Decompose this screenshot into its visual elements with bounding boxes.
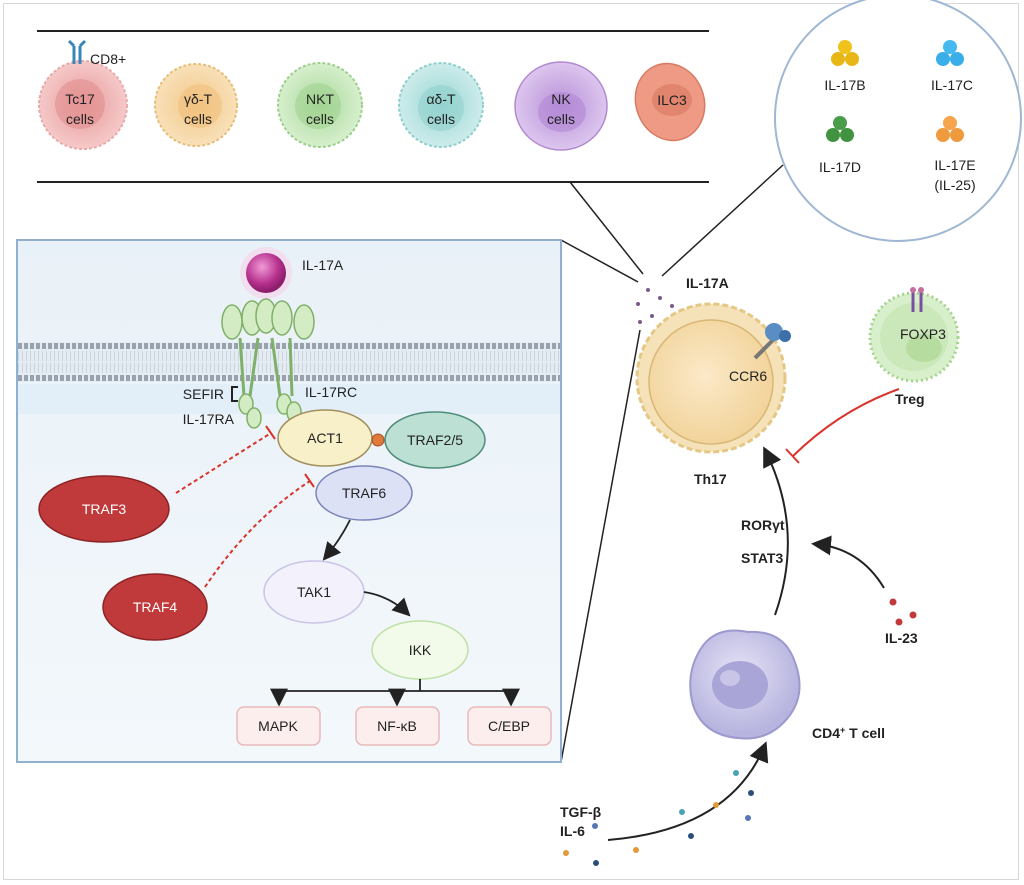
traf3-inhibition-bar	[265, 425, 276, 440]
alpha-delta-t-cell: αδ-T cells	[398, 62, 484, 148]
cd4-t-cell-label: CD4+ T cell	[812, 725, 885, 741]
ikk-branch-arrows	[270, 679, 520, 707]
cd4-t-cell	[689, 629, 801, 740]
il23-dots	[889, 598, 917, 626]
nkt-label-1: NKT	[306, 91, 334, 107]
il17d-label: IL-17D	[819, 159, 861, 175]
tc17-label-2: cells	[66, 111, 94, 127]
connector-family-to-th17	[661, 164, 784, 277]
il17e-label-2: (IL-25)	[934, 177, 975, 193]
il17c-icon	[936, 40, 964, 66]
nfkb-label: NF-κB	[377, 718, 417, 734]
il23-arrow	[811, 535, 885, 589]
ikk-label: IKK	[409, 642, 432, 658]
cd4-to-th17-arrow	[763, 446, 789, 616]
il17a-ligand-label: IL-17A	[302, 257, 344, 273]
connector-panel-bottom	[560, 329, 641, 763]
il17b-label: IL-17B	[824, 77, 865, 93]
ccr6-label: CCR6	[729, 368, 767, 384]
il17a-ligand-icon	[240, 247, 292, 299]
connector-cells-to-th17	[569, 181, 644, 275]
treg-cell	[868, 291, 960, 383]
tgfb-label: TGF-β	[560, 804, 602, 820]
gamma-delta-label-1: γδ-T	[184, 91, 212, 107]
il17b-icon	[831, 40, 859, 66]
figure-frame	[3, 3, 1019, 880]
th17-il17a-label: IL-17A	[686, 275, 729, 291]
traf6-to-tak1-arrow	[322, 519, 351, 561]
cebp-label: C/EBP	[488, 718, 530, 734]
nk-cell: NK cells	[514, 61, 608, 151]
mapk-label: MAPK	[258, 718, 298, 734]
il17ra-label: IL-17RA	[183, 411, 235, 427]
foxp3-receptor-icon	[910, 287, 924, 312]
traf3-label: TRAF3	[82, 501, 127, 517]
th17-label: Th17	[694, 471, 727, 487]
traf6-label: TRAF6	[342, 485, 387, 501]
il23-label: IL-23	[885, 630, 918, 646]
treg-label: Treg	[895, 391, 925, 407]
cebp-box	[467, 706, 552, 746]
traf4-inhibition-bar	[304, 473, 315, 488]
traf25-label: TRAF2/5	[407, 432, 463, 448]
alpha-delta-label-2: cells	[427, 111, 455, 127]
il17rc-label: IL-17RC	[305, 384, 357, 400]
nk-label-2: cells	[547, 111, 575, 127]
traf6-node	[315, 465, 413, 521]
alpha-delta-label-1: αδ-T	[426, 91, 456, 107]
tc17-cell: Tc17 cells CD8+	[38, 39, 128, 150]
traf4-label: TRAF4	[133, 599, 178, 615]
connector-panel-top	[560, 239, 639, 283]
nkt-cell: NKT cells	[277, 62, 363, 148]
tak1-label: TAK1	[297, 584, 331, 600]
tgfb-il6-dots	[563, 770, 754, 866]
il17e-label-1: IL-17E	[934, 157, 975, 173]
nkt-label-2: cells	[306, 111, 334, 127]
traf3-node	[38, 475, 170, 543]
traf4-node	[102, 573, 208, 641]
ilc3-label: ILC3	[657, 92, 687, 108]
traf4-inhibition-line	[204, 480, 311, 588]
il17-family-circle	[774, 0, 1022, 242]
nk-label-1: NK	[551, 91, 571, 107]
il17e-icon	[936, 116, 964, 142]
tak1-to-ikk-arrow	[363, 591, 411, 617]
ccr6-receptor-icon	[753, 323, 791, 360]
nfkb-box	[355, 706, 440, 746]
rorgt-label: RORγt	[741, 517, 785, 533]
gamma-delta-t-cell: γδ-T cells	[154, 63, 238, 147]
sefir-label: SEFIR	[183, 386, 224, 402]
sefir-bracket	[231, 386, 238, 402]
il17d-icon	[826, 116, 854, 142]
stat3-label: STAT3	[741, 550, 783, 566]
act1-traf-link-icon	[371, 433, 385, 447]
tc17-label-1: Tc17	[65, 91, 95, 107]
mapk-box	[236, 706, 321, 746]
il6-label: IL-6	[560, 823, 585, 839]
ilc3-cell: ILC3	[634, 62, 706, 142]
treg-inhibition-bar	[785, 448, 800, 464]
traf3-inhibition-line	[175, 432, 272, 494]
act1-label: ACT1	[307, 430, 343, 446]
il17-receptor-icon	[221, 298, 315, 429]
cd8-receptor-icon	[67, 39, 87, 64]
th17-cell	[635, 302, 787, 454]
il17c-label: IL-17C	[931, 77, 973, 93]
traf25-node	[384, 411, 486, 469]
treg-inhibition-line	[792, 388, 900, 457]
cytokines-to-cd4-arrow	[607, 741, 769, 841]
foxp3-label: FOXP3	[900, 326, 946, 342]
cd8-label: CD8+	[90, 51, 126, 67]
gamma-delta-label-2: cells	[184, 111, 212, 127]
